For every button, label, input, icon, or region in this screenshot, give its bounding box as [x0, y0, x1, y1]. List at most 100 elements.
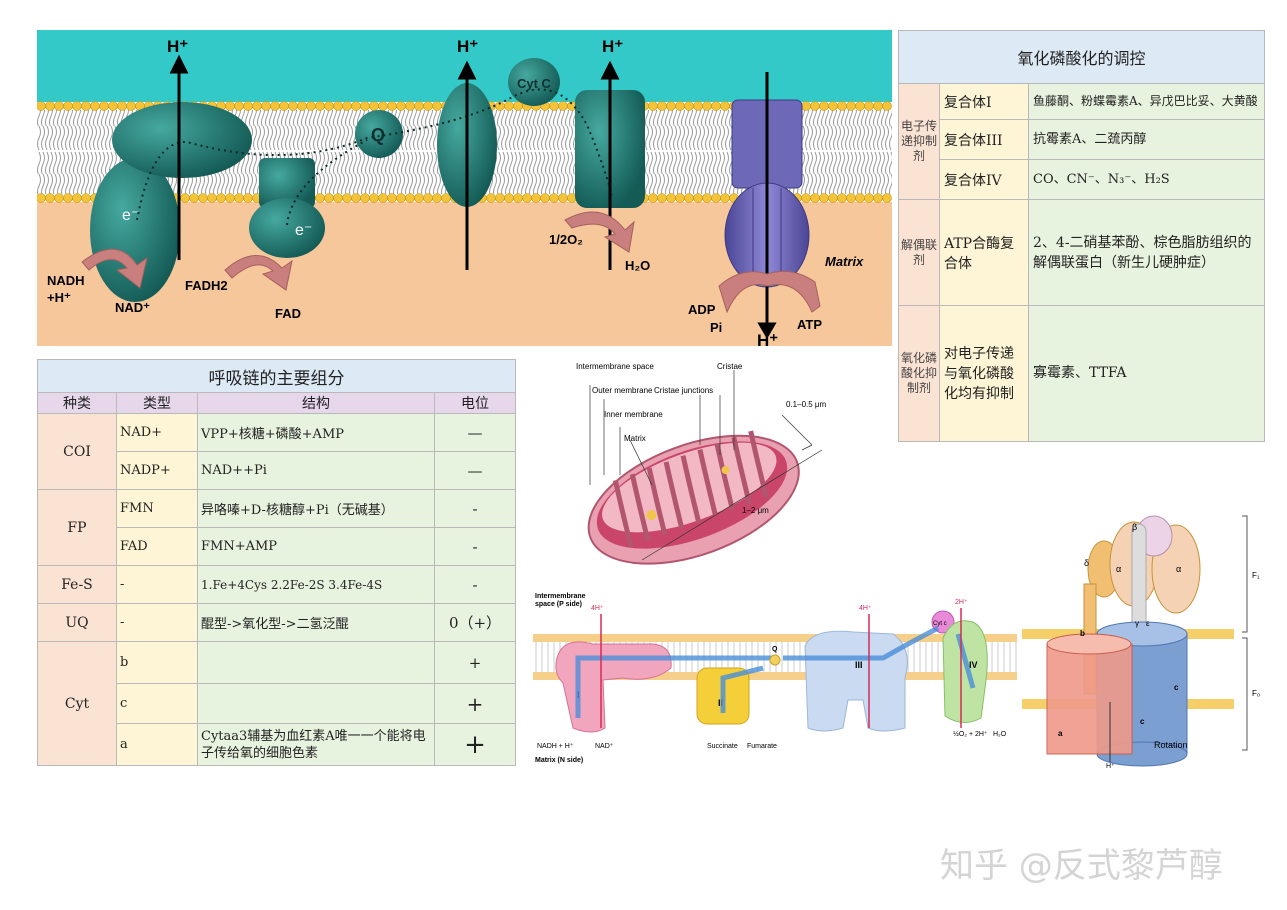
h-plus-label-4: H⁺: [757, 331, 778, 346]
fadh2-label: FADH2: [185, 278, 228, 293]
kind-fe-s: Fe-S: [37, 565, 117, 604]
potential-cell: —: [434, 413, 516, 452]
svg-text:Succinate: Succinate: [707, 743, 738, 750]
agent-cell: 鱼藤酮、粉蝶霉素A、异戊巴比妥、大黄酸: [1028, 83, 1265, 120]
nadh-label: NADH: [47, 273, 85, 288]
potential-cell: -: [434, 527, 516, 566]
respiratory-chain-diagram: e⁻ e⁻ Q Cyt C H⁺ H⁺ H⁺ H⁺ NADH +H⁺: [37, 30, 892, 346]
structure-cell: 醌型->氧化型->二氢泛醌: [197, 603, 435, 642]
structure-cell: 1.Fe+4Cys 2.2Fe-2S 3.4Fe-4S: [197, 565, 435, 604]
agent-cell: CO、CN⁻、N₃⁻、H₂S: [1028, 159, 1265, 200]
adp-label: ADP: [688, 302, 716, 317]
watermark: 知乎 @反式黎芦醇: [940, 846, 1223, 886]
svg-text:III: III: [855, 660, 863, 670]
svg-text:δ: δ: [1084, 558, 1089, 568]
svg-text:Fumarate: Fumarate: [747, 743, 777, 750]
complex-i: e⁻: [90, 102, 252, 302]
svg-text:α: α: [1176, 564, 1181, 574]
kind-coi: COI: [37, 413, 117, 490]
etc-bottom-label: Matrix (N side): [535, 757, 583, 764]
svg-text:F₀: F₀: [1252, 689, 1260, 698]
svg-text:NAD⁺: NAD⁺: [595, 743, 614, 750]
regulation-table: 氧化磷酸化的调控 电子传递抑制剂 复合体I 鱼藤酮、粉蝶霉素A、异戊巴比妥、大黄…: [898, 30, 1265, 442]
complex-ii: e⁻: [249, 158, 325, 258]
target-cell: 复合体IV: [939, 159, 1029, 200]
potential-cell: -: [434, 565, 516, 604]
svg-text:c: c: [1140, 717, 1145, 726]
svg-text:Q: Q: [772, 646, 778, 653]
components-table-title: 呼吸链的主要组分: [37, 359, 516, 393]
structure-cell: NAD++Pi: [197, 451, 435, 490]
category-uncoupler: 解偶联剂: [898, 199, 940, 306]
category-oxphos-inhibitor: 氧化磷酸化抑制剂: [898, 305, 940, 442]
svg-text:NADH + H⁺: NADH + H⁺: [537, 743, 574, 750]
half-o2-label: 1/2O₂: [549, 232, 583, 247]
type-cell: FAD: [116, 527, 198, 566]
target-cell: ATP合酶复合体: [939, 199, 1029, 306]
agent-cell: 抗霉素A、二巯丙醇: [1028, 119, 1265, 160]
kind-fp: FP: [37, 489, 117, 566]
svg-text:IV: IV: [969, 660, 978, 670]
cyt-c-label: Cyt C: [517, 76, 552, 91]
etc-complex-iii: [804, 630, 908, 732]
target-cell: 复合体III: [939, 119, 1029, 160]
svg-text:γ: γ: [1135, 619, 1139, 628]
complex-i-electron-label: e⁻: [122, 207, 139, 224]
etc-h-label-1: 4H⁺: [591, 605, 604, 612]
potential-cell: +: [434, 641, 516, 684]
type-cell: FMN: [116, 489, 198, 528]
structure-cell: [197, 641, 435, 684]
structure-cell: FMN+AMP: [197, 527, 435, 566]
agent-cell: 寡霉素、TTFA: [1028, 305, 1265, 442]
h-plus-label-2: H⁺: [457, 37, 478, 56]
kind-uq: UQ: [37, 603, 117, 642]
svg-text:ε: ε: [1146, 619, 1150, 628]
mito-label-outer: Outer membrane: [592, 386, 653, 395]
potential-cell: +: [434, 723, 516, 766]
type-cell: -: [116, 565, 198, 604]
structure-cell: 异咯嗪+D-核糖醇+Pi（无碱基）: [197, 489, 435, 528]
mito-width-label: 0.1–0.5 μm: [786, 400, 827, 409]
potential-cell: —: [434, 451, 516, 490]
ubiquinone-q: [355, 110, 403, 158]
nad-plus-label: NAD⁺: [115, 300, 150, 315]
structure-cell: VPP+核糖+磷酸+AMP: [197, 413, 435, 452]
structure-cell: [197, 683, 435, 724]
svg-text:H⁺: H⁺: [1106, 763, 1115, 770]
type-cell: b: [116, 641, 198, 684]
mitochondrion-diagram: Intermembrane space Outer membrane Inner…: [576, 362, 827, 565]
structure-cell: Cytaa3辅基为血红素A唯一一个能将电子传给氧的细胞色素: [197, 723, 435, 766]
svg-text:½O₂ + 2H⁺: ½O₂ + 2H⁺: [953, 730, 988, 738]
components-table: 呼吸链的主要组分 种类 类型 结构 电位 COI NAD+ VPP+核糖+磷酸+…: [37, 359, 516, 766]
pi-label: Pi: [710, 320, 722, 335]
fad-label: FAD: [275, 306, 301, 321]
svg-text:β: β: [1132, 522, 1137, 532]
type-cell: a: [116, 723, 198, 766]
atp-label: ATP: [797, 317, 822, 332]
etc-h-label-2: 4H⁺: [859, 605, 872, 612]
mito-label-matrix: Matrix: [624, 434, 646, 443]
type-cell: NADP+: [116, 451, 198, 490]
atp-synthase-diagram: δ α β α γ ε b a c c F₁ F₀ Rotation H⁺: [1022, 515, 1260, 770]
complex-ii-electron-label: e⁻: [295, 222, 312, 239]
mito-label-cristae: Cristae: [717, 362, 743, 371]
svg-text:Cyt c: Cyt c: [933, 621, 947, 627]
type-cell: NAD+: [116, 413, 198, 452]
header-type: 类型: [116, 392, 198, 414]
h-plus-label-3: H⁺: [602, 37, 623, 56]
header-kind: 种类: [37, 392, 117, 414]
mito-label-cristae-junctions: Cristae junctions: [654, 386, 713, 395]
header-potential: 电位: [434, 392, 516, 414]
mito-length-label: 1–2 μm: [742, 506, 769, 515]
type-cell: -: [116, 603, 198, 642]
h-plus-label-1: H⁺: [167, 37, 188, 56]
potential-cell: -: [434, 489, 516, 528]
svg-text:H₂O: H₂O: [993, 731, 1007, 738]
potential-cell: 0（+）: [434, 603, 516, 642]
regulation-table-title: 氧化磷酸化的调控: [898, 30, 1265, 84]
h2o-label: H₂O: [625, 258, 650, 273]
etc-h-label-3: 2H⁺: [955, 599, 968, 606]
mito-label-inner: Inner membrane: [604, 410, 663, 419]
svg-text:F₁: F₁: [1252, 571, 1260, 580]
